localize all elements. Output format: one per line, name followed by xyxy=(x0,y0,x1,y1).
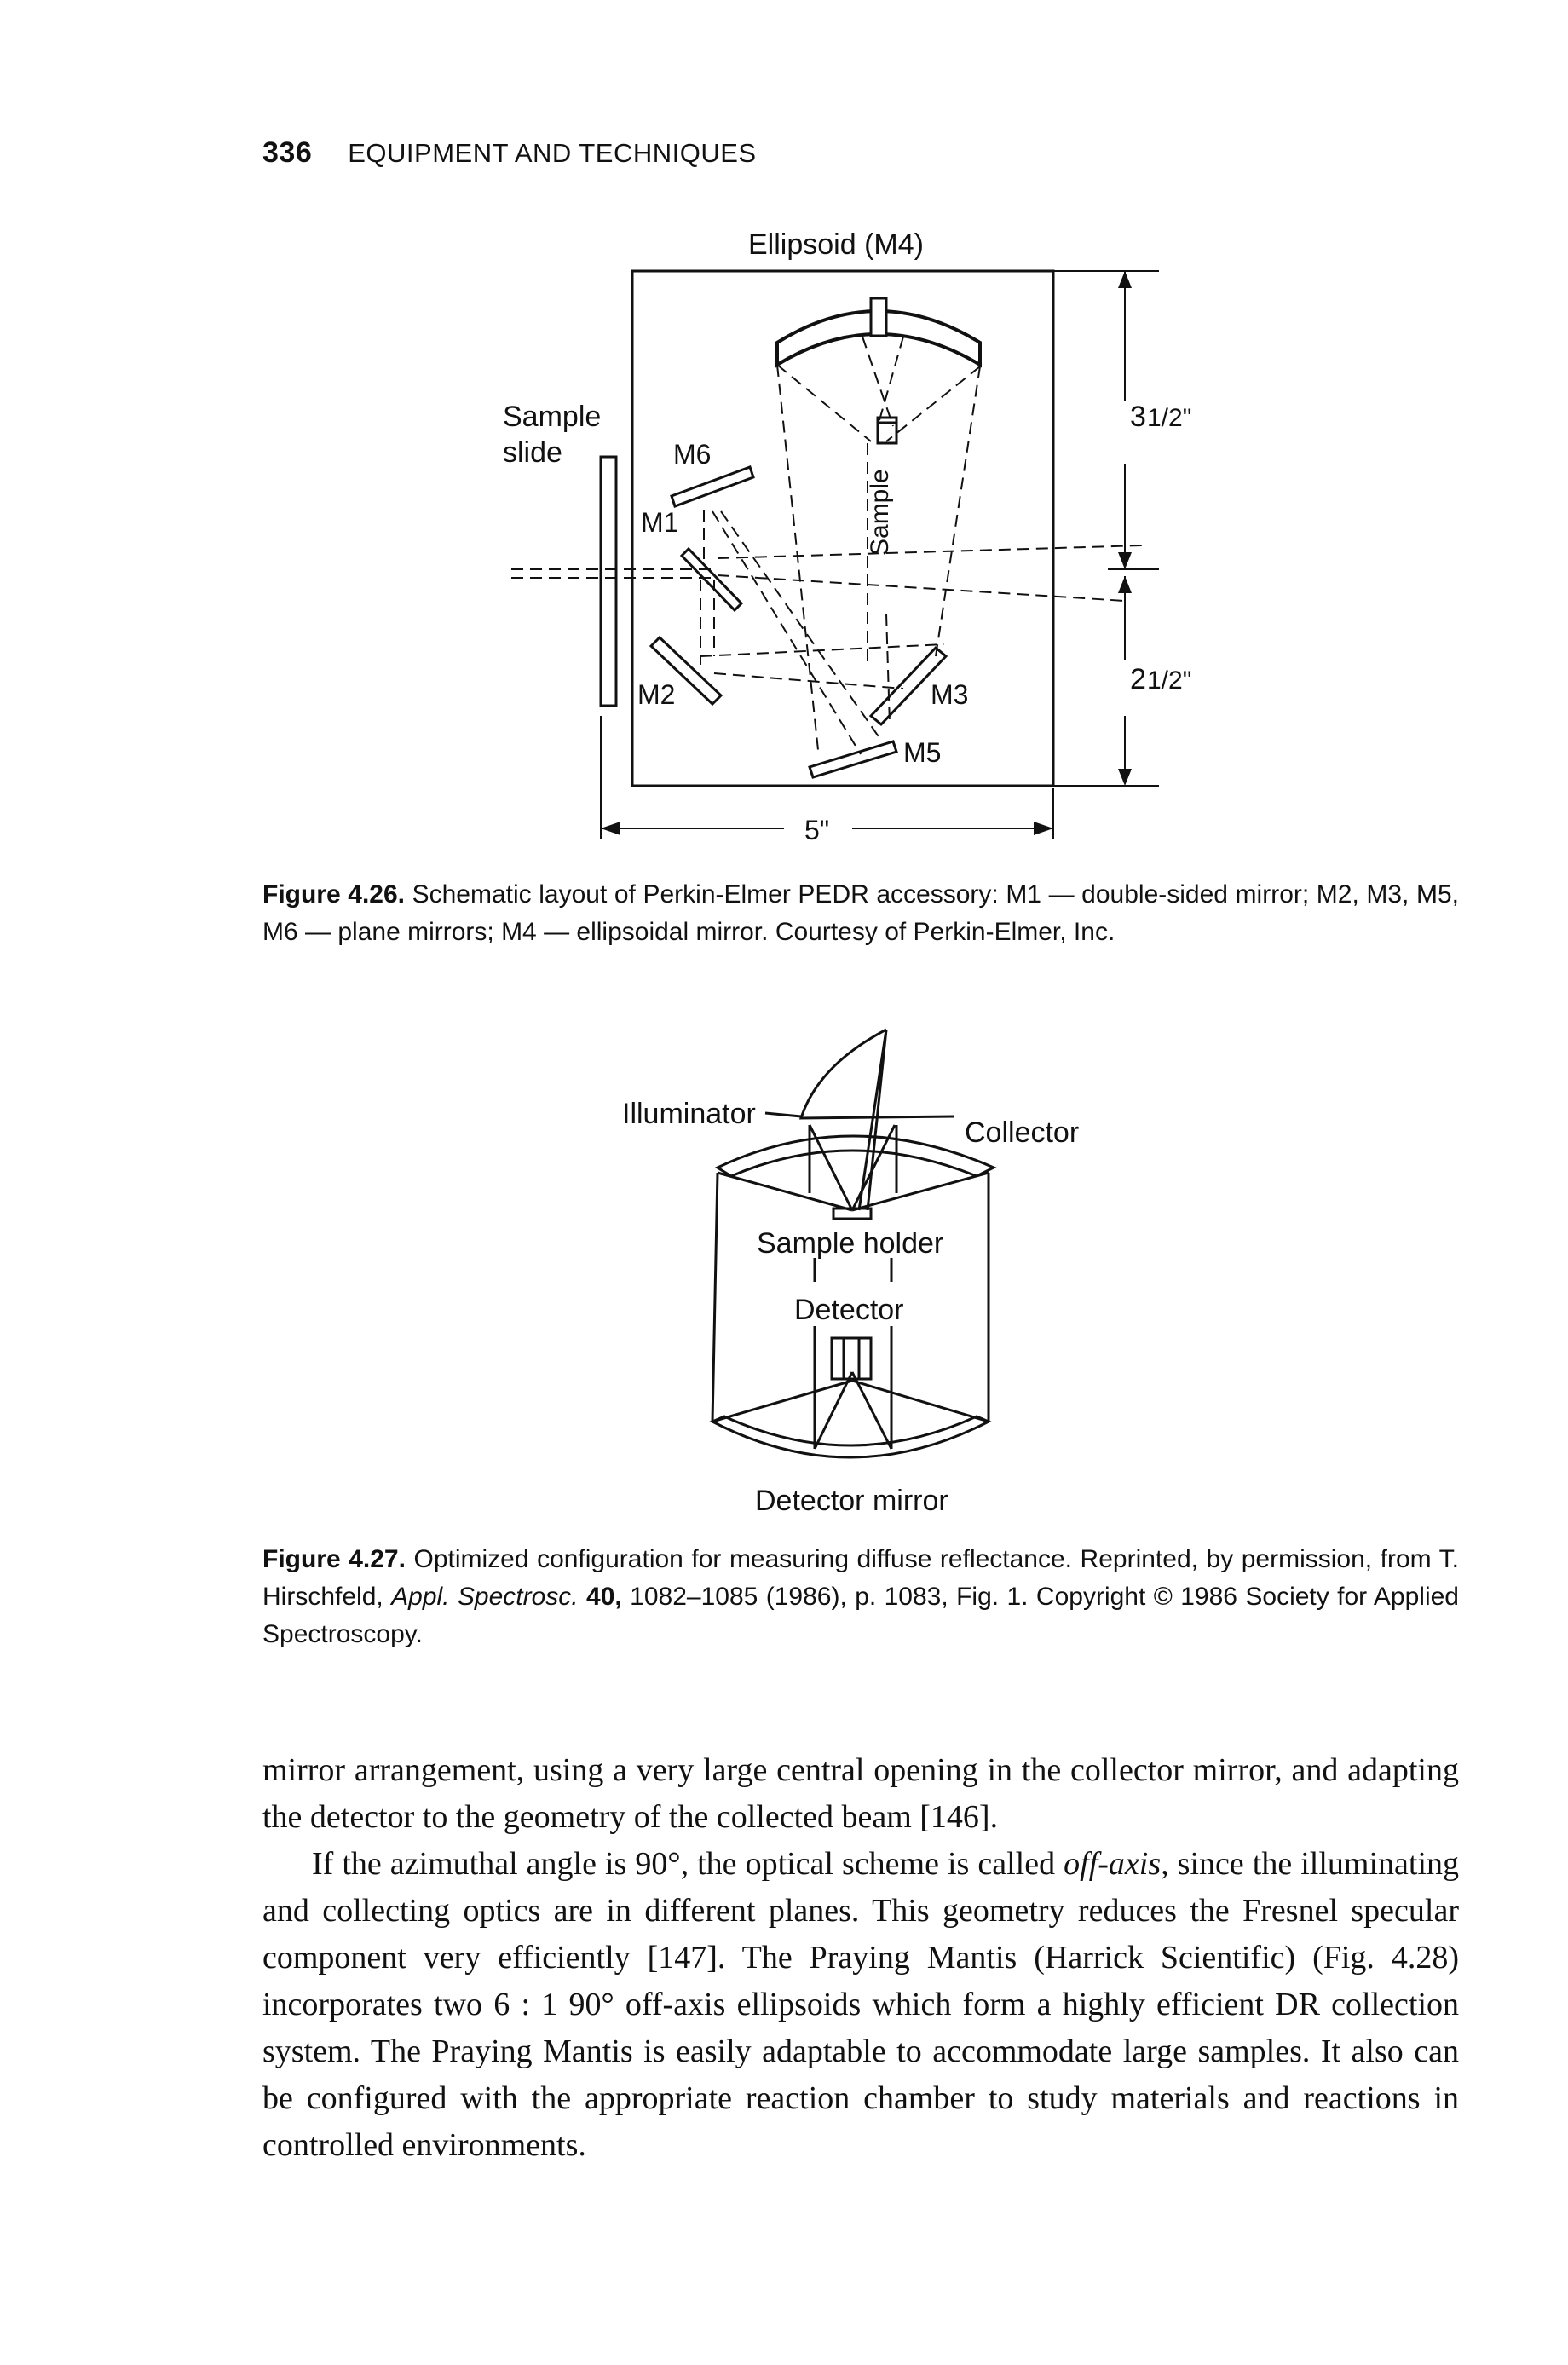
label-m2: M2 xyxy=(637,679,675,710)
label-sample-holder: Sample holder xyxy=(757,1227,943,1260)
dim-bottom-frac: 1/2" xyxy=(1147,666,1191,695)
label-sample-slide-1: Sample xyxy=(503,401,601,433)
figure-4-27-caption: Figure 4.27. Optimized configuration for… xyxy=(262,1541,1459,1653)
mirror-m1 xyxy=(679,546,744,613)
dim-width: 5" xyxy=(804,815,829,845)
mirror-m6 xyxy=(670,465,755,508)
figure-4-27-caption-journal: Appl. Spectrosc. xyxy=(391,1583,579,1611)
figure-4-26-caption-text: Schematic layout of Perkin-Elmer PEDR ac… xyxy=(262,880,1459,946)
label-detector-mirror: Detector mirror xyxy=(755,1485,948,1517)
figure-4-26-caption: Figure 4.26. Schematic layout of Perkin-… xyxy=(262,876,1459,951)
figure-4-27-caption-rest: 1082–1085 (1986), p. 1083, Fig. 1. Copyr… xyxy=(262,1583,1459,1648)
figure-4-26-diagram: Ellipsoid (M4) Sample slide M6 M1 M2 M3 … xyxy=(503,228,1191,845)
label-m1: M1 xyxy=(641,507,678,538)
figure-4-27-caption-volume: 40, xyxy=(586,1583,622,1611)
label-sample-slide-2: slide xyxy=(503,436,562,469)
mirror-m3 xyxy=(868,645,948,727)
figure-4-26-caption-label: Figure 4.26. xyxy=(262,880,405,909)
detector-shape xyxy=(830,1336,873,1381)
sample-holder-block xyxy=(876,416,898,445)
dim-bottom-whole: 2 xyxy=(1130,663,1146,695)
dim-top-whole: 3 xyxy=(1130,401,1146,433)
ellipsoid-m4 xyxy=(775,309,982,368)
figure-4-27-caption-text: Optimized configuration for measuring di… xyxy=(262,1545,1459,1611)
mirror-m5 xyxy=(808,740,898,779)
paragraph-1: mirror arrangement, using a very large c… xyxy=(262,1752,1459,1835)
dimension-arrowheads xyxy=(601,271,1132,835)
collector-mirror xyxy=(714,1134,997,1178)
dim-top-frac: 1/2" xyxy=(1147,404,1191,432)
label-ellipsoid: Ellipsoid (M4) xyxy=(748,228,924,261)
label-m3: M3 xyxy=(931,679,968,710)
ellipsoid-opening xyxy=(869,297,888,337)
paragraph-2: If the azimuthal angle is 90°, the optic… xyxy=(262,1841,1459,2169)
figure-4-27-diagram: Illuminator Collector Sample holder Dete… xyxy=(622,1028,1079,1517)
label-collector: Collector xyxy=(965,1116,1079,1149)
page-number: 336 xyxy=(262,136,313,169)
sample-slide xyxy=(599,455,618,707)
label-m6: M6 xyxy=(673,439,711,470)
running-title: EQUIPMENT AND TECHNIQUES xyxy=(348,138,757,168)
sample-holder-shape xyxy=(832,1207,873,1220)
mirror-m2 xyxy=(649,635,723,707)
illuminator-horn xyxy=(798,1028,955,1120)
paragraph-2-rest: since the illuminating and collecting op… xyxy=(262,1846,1460,2163)
detector-mirror xyxy=(709,1415,992,1459)
running-header: 336 EQUIPMENT AND TECHNIQUES xyxy=(262,136,757,170)
label-detector: Detector xyxy=(794,1294,904,1326)
body-text: mirror arrangement, using a very large c… xyxy=(262,1747,1459,2169)
figure-4-27-caption-label: Figure 4.27. xyxy=(262,1545,406,1573)
beam-paths xyxy=(511,336,1143,755)
label-m5: M5 xyxy=(903,737,941,768)
paragraph-2-start: If the azimuthal angle is 90°, the optic… xyxy=(312,1846,1056,1882)
term-off-axis: off-axis, xyxy=(1064,1846,1169,1882)
label-illuminator: Illuminator xyxy=(622,1098,756,1130)
label-sample: Sample xyxy=(866,469,894,556)
accessory-frame xyxy=(631,269,1055,787)
